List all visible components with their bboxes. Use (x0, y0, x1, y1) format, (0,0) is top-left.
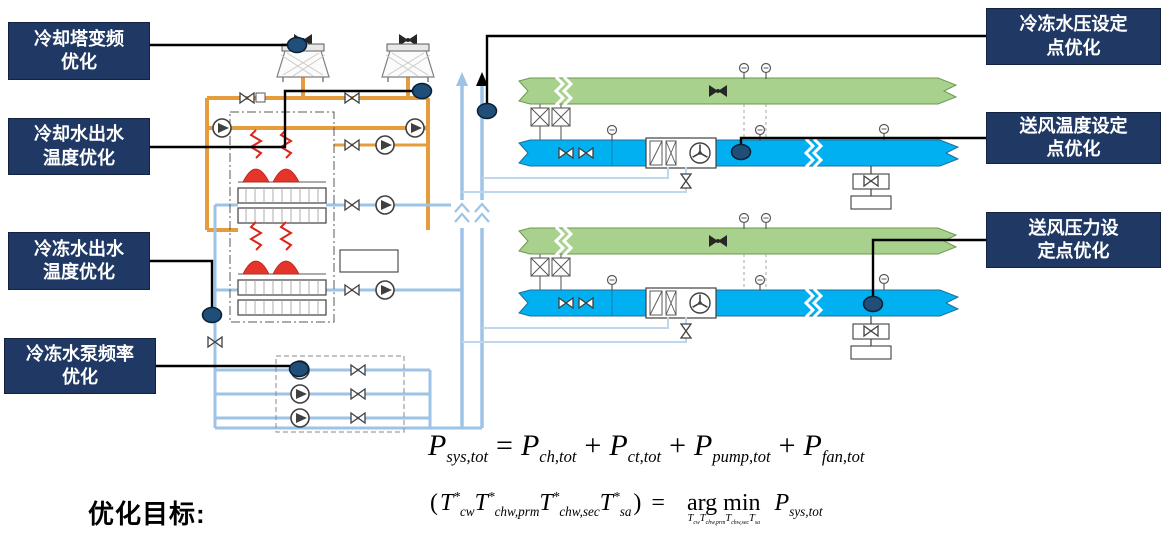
valve-icon (350, 388, 366, 400)
callout-chw-outlet-temp: 冷冻水出水 温度优化 (8, 232, 150, 290)
valve-icon (344, 92, 360, 104)
riser-pipes (460, 84, 484, 428)
air-system-1 (462, 64, 958, 210)
callout-text-line: 送风压力设 (1028, 217, 1119, 238)
objective-equation-total-power: Psys,tot=Pch,tot+Pct,tot+Ppump,tot+Pfan,… (428, 429, 865, 466)
pipe-break-chevrons (454, 202, 490, 223)
callout-text-line: 优化 (62, 367, 98, 387)
connector-sa-temp-setpoint (739, 136, 988, 146)
valve-icon (344, 139, 360, 151)
primary-pump-group (275, 355, 405, 433)
pump-icon (290, 408, 310, 428)
callout-sa-pressure-setpoint: 送风压力设 定点优化 (986, 212, 1161, 268)
callout-text-line: 冷冻水出水 (34, 238, 124, 259)
callout-text-line: 优化 (61, 52, 97, 72)
callout-text-line: 温度优化 (43, 262, 115, 282)
callout-chw-pressure-setpoint: 冷冻水压设定 点优化 (986, 8, 1161, 65)
marker-chw-pump-frequency (288, 360, 310, 378)
callout-text-line: 冷却水出水 (34, 124, 124, 145)
marker-sa-temp-setpoint (730, 143, 752, 161)
pump-icon (375, 195, 395, 215)
callout-text-line: 点优化 (1046, 139, 1101, 159)
valve-icon (344, 284, 360, 296)
connector-sa-pressure-setpoint (871, 238, 988, 298)
callout-text-line: 送风温度设定 (1019, 115, 1128, 136)
callout-chw-pump-frequency: 冷冻水泵频率 优化 (4, 338, 156, 394)
chiller-1 (237, 129, 327, 224)
connector-chw-outlet-temp (150, 259, 214, 309)
marker-cooling-tower-vfd (286, 36, 308, 54)
marker-cw-outlet-temp (411, 82, 433, 100)
callout-text-line: 冷冻水泵频率 (26, 343, 134, 364)
callout-connectors (150, 34, 988, 368)
valve-icon (344, 199, 360, 211)
callout-text-line: 定点优化 (1037, 241, 1110, 261)
buffer-tank (339, 249, 399, 273)
pump-icon (212, 118, 232, 138)
marker-sa-pressure-setpoint (862, 295, 884, 313)
chiller-2 (237, 221, 327, 316)
chilled-water-pipes (213, 72, 493, 430)
pump-icon (405, 118, 425, 138)
cooling-tower-2 (381, 33, 435, 83)
valve-icon (239, 92, 255, 104)
callout-sa-temp-setpoint: 送风温度设定 点优化 (986, 112, 1161, 164)
callout-cooling-tower-vfd: 冷却塔变频 优化 (8, 22, 150, 80)
callout-text-line: 温度优化 (43, 147, 115, 168)
connector-cw-outlet-temp (150, 89, 414, 149)
pump-icon (375, 135, 395, 155)
pump-icon (290, 384, 310, 404)
expansion-fitting (255, 92, 266, 103)
valve-icon (350, 412, 366, 424)
air-system-2 (462, 214, 958, 360)
callout-text-line: 冷冻水压设定 (1019, 14, 1128, 35)
marker-chw-pressure-setpoint (476, 102, 498, 120)
chiller-enclosure (229, 111, 335, 323)
callout-text-line: 冷却塔变频 (34, 28, 124, 49)
pump-icon (375, 280, 395, 300)
objective-heading: 优化目标: (88, 499, 206, 529)
marker-chw-outlet-temp (201, 306, 223, 324)
chiller-plant (207, 111, 425, 348)
connector-chw-pressure-setpoint (485, 34, 988, 105)
callout-cw-outlet-temp: 冷却水出水 温度优化 (8, 118, 150, 175)
valve-icon (350, 364, 366, 376)
callout-text-line: 点优化 (1046, 37, 1101, 58)
